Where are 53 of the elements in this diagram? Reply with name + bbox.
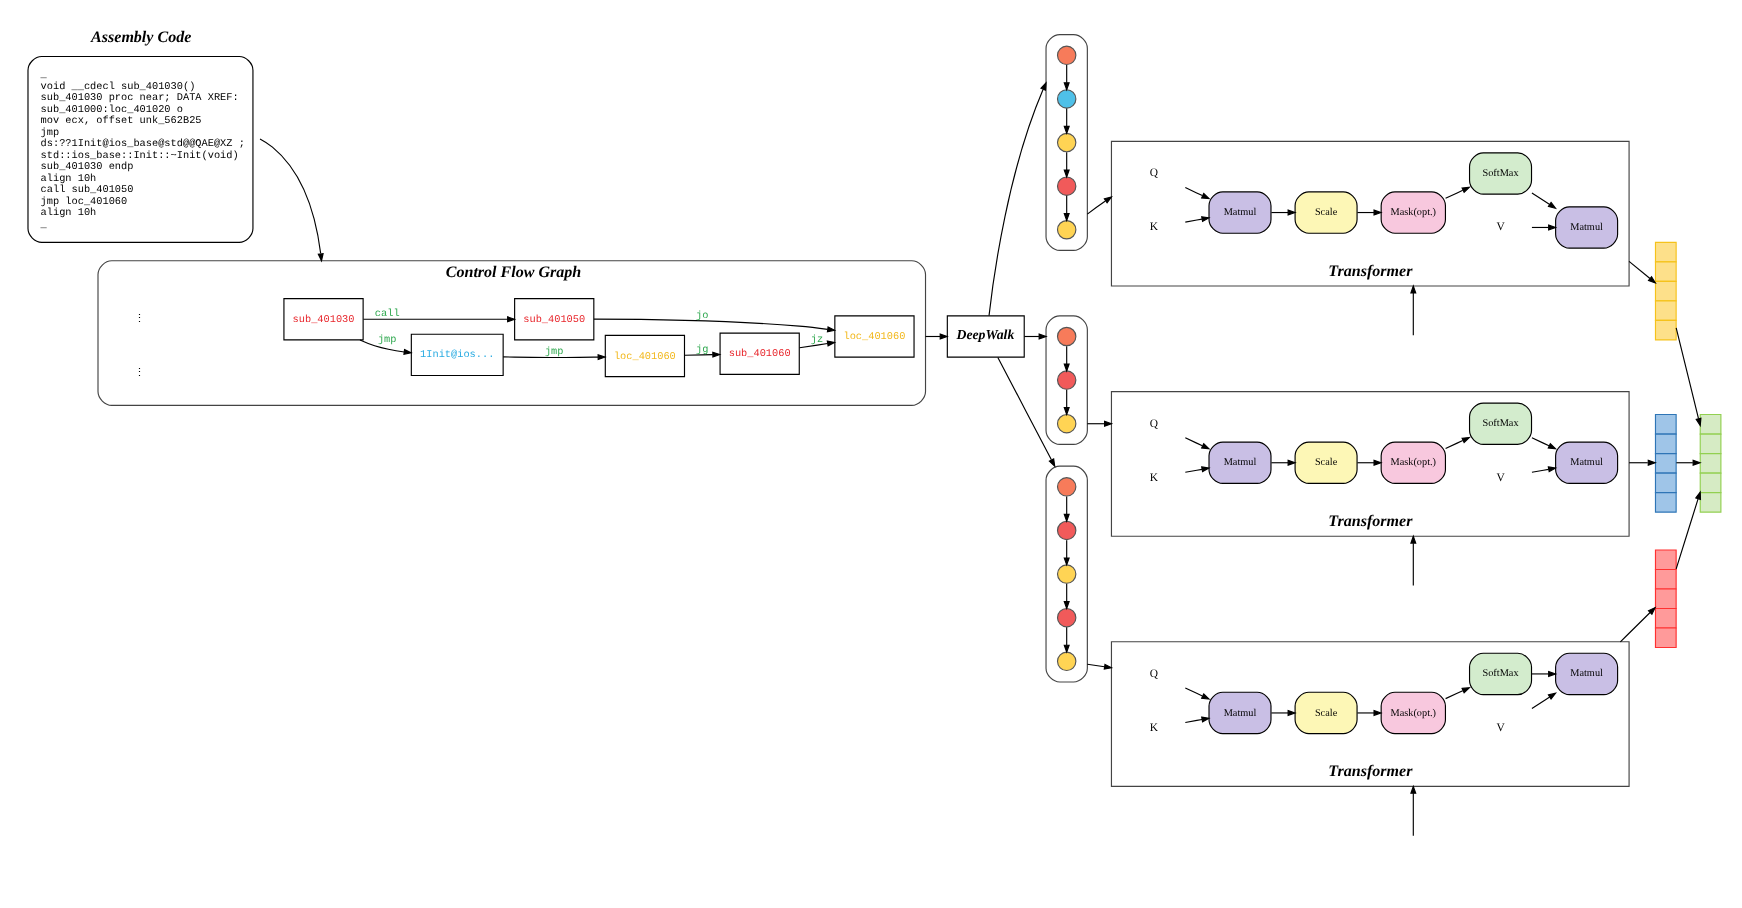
arrow <box>997 355 1056 467</box>
node-circle <box>1056 476 1077 496</box>
arrow <box>798 339 837 348</box>
arrow <box>1531 691 1557 708</box>
node-circle <box>1056 606 1077 627</box>
arrow <box>684 350 722 357</box>
node-circle <box>1056 563 1077 583</box>
node-circle <box>1056 175 1077 195</box>
cluster <box>1045 314 1088 444</box>
arrow <box>1531 436 1558 449</box>
arrow <box>1184 186 1211 199</box>
node-circle <box>1056 519 1077 540</box>
arrow <box>1445 686 1471 699</box>
arrow <box>593 317 837 332</box>
cluster <box>1045 33 1088 250</box>
arrow <box>1675 326 1702 427</box>
arrow <box>1184 686 1211 699</box>
cluster <box>1045 464 1088 682</box>
arrow <box>1531 669 1558 677</box>
node-circle <box>1056 88 1077 108</box>
node-label: Assembly Code <box>91 26 192 45</box>
arrow <box>1184 436 1211 449</box>
arrow <box>1270 708 1297 716</box>
arrow <box>988 80 1047 316</box>
arrow <box>1445 185 1471 198</box>
node-circle <box>1056 325 1077 346</box>
arrow <box>1619 605 1657 642</box>
arrow <box>1356 708 1383 716</box>
arrow <box>1445 435 1471 448</box>
node-circle <box>1056 219 1077 239</box>
node-circle <box>1056 412 1077 433</box>
arrow <box>1531 191 1557 209</box>
arrow <box>1184 215 1211 222</box>
arrow <box>1410 283 1417 335</box>
node-circle <box>1056 650 1077 671</box>
arrow <box>1086 194 1113 214</box>
node-circle <box>1056 44 1077 65</box>
arrow <box>502 352 607 360</box>
node-circle <box>1056 369 1077 389</box>
arrow <box>1184 715 1211 723</box>
arrow <box>359 338 413 355</box>
arrow <box>1531 465 1558 472</box>
arrow <box>259 137 324 262</box>
arrow <box>1628 458 1657 465</box>
arrow <box>1086 662 1114 669</box>
arrow <box>1675 489 1702 569</box>
arrow <box>1628 259 1657 284</box>
arrow <box>1410 783 1417 836</box>
arrow <box>1410 533 1417 586</box>
arrow <box>362 315 517 322</box>
arrow <box>1063 625 1070 653</box>
arrow <box>1184 465 1211 472</box>
node-circle <box>1056 131 1077 152</box>
